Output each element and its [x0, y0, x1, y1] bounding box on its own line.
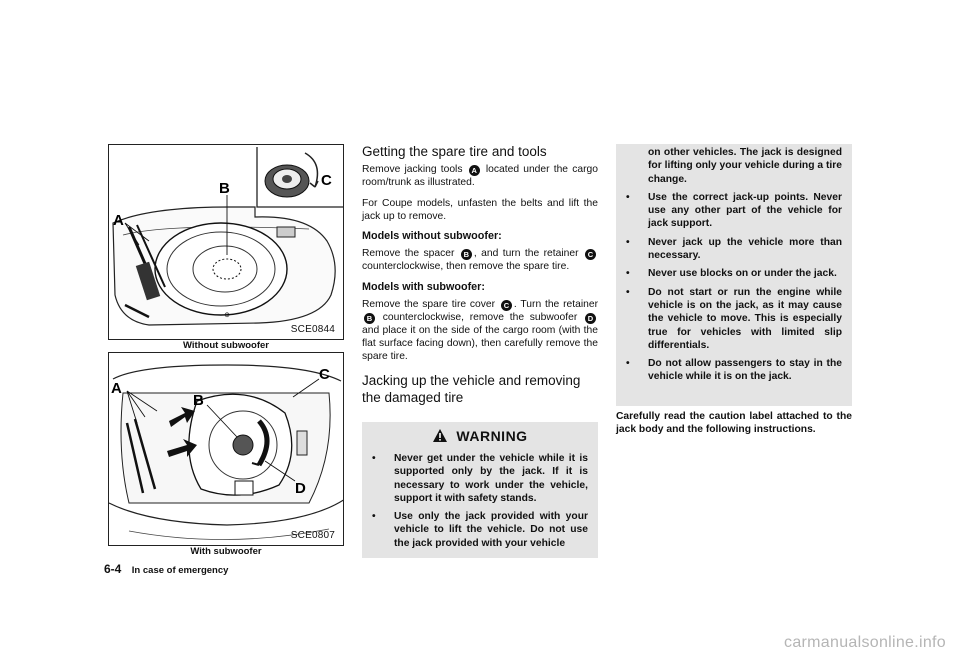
callout-b: B [219, 180, 230, 197]
middle-column: Getting the spare tire and tools Remove … [362, 144, 598, 406]
warning-item: • Do not allow passengers to stay in the… [626, 358, 842, 383]
section-title-jacking: Jacking up the vehicle and removing the … [362, 373, 581, 405]
warning-item: • Never get under the vehicle while it i… [372, 453, 588, 504]
callout-badge: B [364, 313, 375, 324]
subheading-with-subwoofer: Models with subwoofer: [362, 281, 485, 293]
callout-c: C [321, 172, 332, 189]
figure-code: SCE0807 [290, 530, 335, 541]
callout-b: B [193, 392, 204, 409]
bullet: • [626, 191, 630, 203]
watermark: carmanualsonline.info [784, 634, 946, 651]
bullet: • [626, 268, 630, 280]
callout-badge: C [500, 300, 512, 311]
figure-with-subwoofer: A B C D SCE0807 [108, 352, 344, 546]
callout-a: A [113, 212, 124, 229]
section-title-spare-tire: Getting the spare tire and tools [362, 144, 547, 159]
warning-box-continued: on other vehicles. The jack is designed … [616, 144, 852, 406]
section-name: In case of emergency [131, 565, 229, 576]
page-number: 6-4 [104, 562, 122, 576]
bullet: • [626, 236, 630, 248]
paragraph-without-subwoofer: Remove the spacer B, and turn the retain… [362, 247, 598, 273]
warning-header: WARNING [372, 428, 588, 444]
paragraph-jacking-tools: Remove jacking tools A located under the… [362, 164, 598, 188]
svg-text:⊕: ⊕ [224, 312, 230, 319]
figure-caption-bottom: With subwoofer [190, 546, 262, 557]
subheading-without-subwoofer: Models without subwoofer: [362, 230, 502, 242]
warning-item-continued: on other vehicles. The jack is designed … [648, 147, 842, 185]
trunk-subwoofer-illustration: A B C D [109, 364, 343, 540]
bullet: • [372, 511, 376, 523]
paragraph-coupe: For Coupe models, unfasten the belts and… [362, 198, 598, 222]
callout-badge: D [584, 313, 596, 324]
callout-a: A [111, 380, 122, 397]
callout-d: D [295, 480, 306, 497]
callout-badge: C [584, 249, 596, 260]
trunk-illustration: ⊕ B A C [112, 147, 343, 326]
warning-item: • Never jack up the vehicle more than ne… [626, 236, 842, 262]
warning-triangle-icon [433, 429, 448, 442]
warning-item: • Use only the jack provided with your v… [372, 511, 588, 549]
callout-c: C [319, 366, 330, 383]
callout-badge: A [468, 165, 480, 176]
closing-paragraph: Carefully read the caution label attache… [616, 411, 852, 436]
bullet: • [626, 358, 630, 370]
figure-caption-top: Without subwoofer [183, 340, 269, 351]
warning-box: WARNING • Never get under the vehicle wh… [362, 422, 598, 558]
warning-item: • Never use blocks on or under the jack. [626, 268, 837, 280]
warning-item: • Use the correct jack-up points. Never … [626, 191, 842, 230]
figure-without-subwoofer: ⊕ B A C SCE0844 [108, 144, 344, 340]
callout-badge: B [460, 249, 472, 260]
bullet: • [372, 453, 376, 464]
warning-item: • Do not start or run the engine while v… [626, 286, 842, 351]
paragraph-with-subwoofer: Remove the spare tire cover C. Turn the … [362, 299, 598, 362]
bullet: • [626, 286, 630, 298]
figure-code: SCE0844 [290, 324, 335, 335]
page-footer: 6-4 In case of emergency [104, 560, 404, 578]
